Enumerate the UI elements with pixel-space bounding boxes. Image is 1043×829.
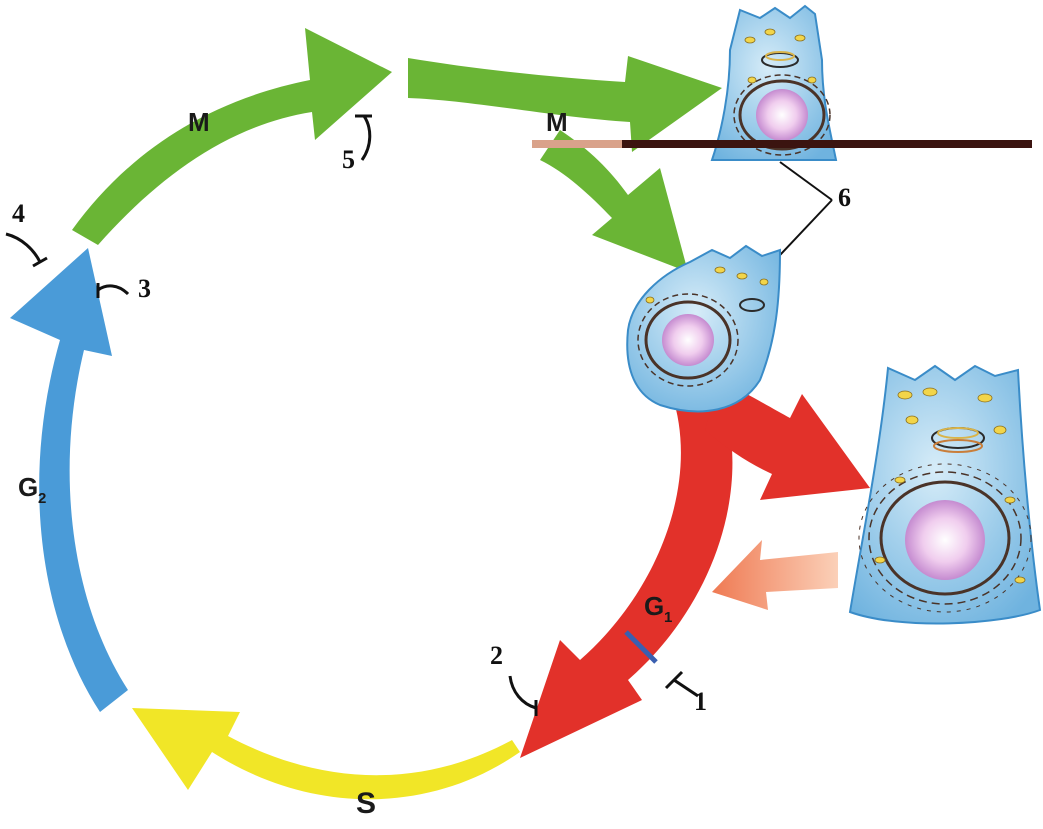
marker-1-label: 1 [694, 687, 707, 716]
reentry-arrow [712, 540, 838, 610]
marker-6-label: 6 [838, 183, 851, 212]
middle-daughter-cell [626, 244, 782, 413]
scan-strip [532, 140, 1032, 148]
inhibitor-5 [355, 114, 372, 161]
inhibitor-3 [96, 283, 130, 298]
g1-phase-label: G 1 [644, 591, 672, 626]
quiescent-cell [848, 364, 1042, 625]
m-phase-label-lower: M [546, 107, 568, 137]
g1-phase-arc [520, 370, 733, 758]
svg-text:G: G [18, 472, 38, 502]
marker-4-label: 4 [12, 199, 25, 228]
g2-phase-label: G 2 [18, 472, 46, 507]
inhibitor-1 [664, 670, 699, 698]
g1-branch-arrow [705, 380, 870, 500]
marker-3-label: 3 [138, 274, 151, 303]
m-phase-label-upper: M [188, 107, 210, 137]
inhibitor-2 [508, 675, 538, 716]
s-phase-label: S [356, 787, 376, 820]
g2-phase-arc [10, 248, 128, 712]
m-phase-branch [540, 130, 688, 272]
marker-5-label: 5 [342, 145, 355, 174]
restriction-point-marker [624, 630, 658, 664]
marker-2-label: 2 [490, 641, 503, 670]
svg-text:1: 1 [664, 609, 672, 626]
m-phase-arc [72, 28, 392, 245]
svg-text:G: G [644, 591, 664, 621]
inhibitor-4 [5, 232, 48, 268]
scan-strip-left [532, 140, 622, 148]
m-phase-continuation [408, 56, 722, 152]
s-phase-arc [132, 708, 520, 800]
top-daughter-cell [710, 4, 838, 161]
svg-text:2: 2 [38, 490, 46, 507]
